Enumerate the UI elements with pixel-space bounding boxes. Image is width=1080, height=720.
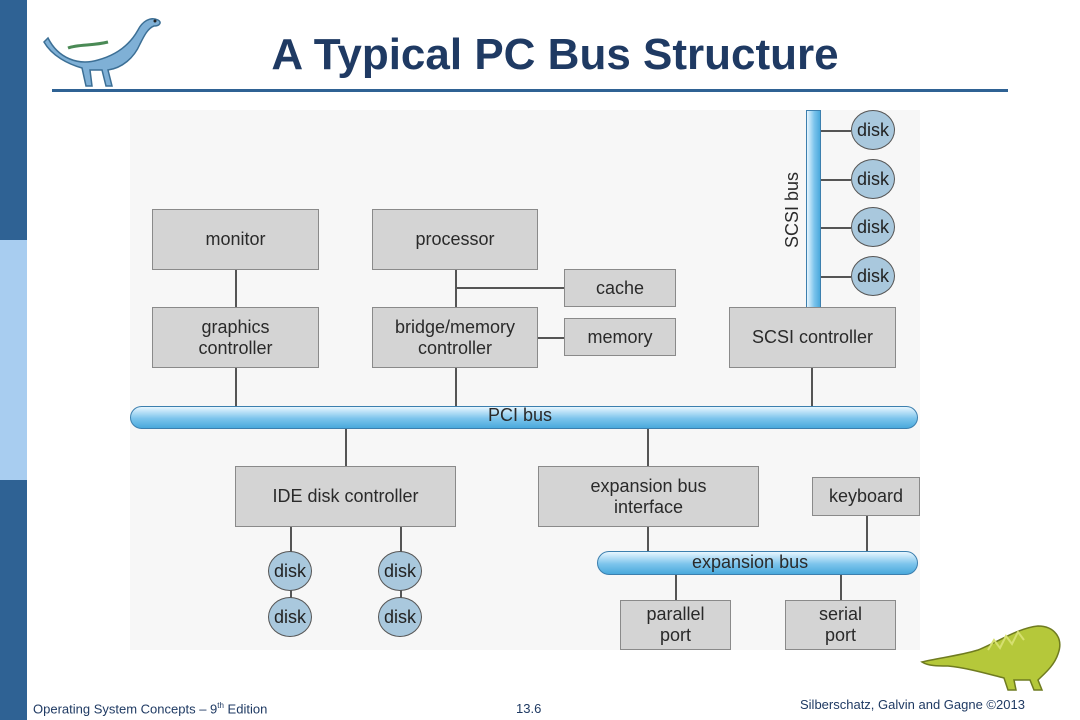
connector: [821, 276, 851, 278]
disk-label: disk: [856, 168, 889, 189]
disk-label: disk: [273, 606, 306, 627]
parallel-port-box: parallel port: [620, 600, 731, 650]
scsi-disk: disk: [851, 110, 895, 150]
scsi-disk: disk: [851, 159, 895, 199]
footer-superscript: th: [217, 701, 224, 710]
monitor-box: monitor: [152, 209, 319, 270]
serial-port-label-1: serial: [818, 604, 862, 624]
connector: [821, 179, 851, 181]
scsi-bus-label: SCSI bus: [782, 171, 802, 248]
disk-label: disk: [383, 606, 416, 627]
connector: [647, 429, 649, 466]
graphics-controller-box: graphics controller: [152, 307, 319, 368]
dinosaur-logo-top: [43, 18, 161, 87]
ide-disk: disk: [378, 597, 422, 637]
title-underline: [52, 89, 1008, 92]
ide-disk-controller-box: IDE disk controller: [235, 466, 456, 527]
memory-box: memory: [564, 318, 676, 356]
cache-box: cache: [564, 269, 676, 307]
parallel-port-label-2: port: [659, 625, 692, 645]
scsi-controller-label: SCSI controller: [751, 327, 874, 347]
keyboard-box: keyboard: [812, 477, 920, 516]
footer-slide-number: 13.6: [516, 701, 542, 716]
footer-copyright: Silberschatz, Galvin and Gagne ©2013: [800, 697, 1025, 712]
processor-label: processor: [415, 229, 495, 249]
connector: [538, 337, 565, 339]
page-title: A Typical PC Bus Structure: [271, 30, 839, 79]
scsi-controller-box: SCSI controller: [729, 307, 896, 368]
connector: [675, 575, 677, 600]
scsi-disk: disk: [851, 256, 895, 296]
expansion-interface-label-1: expansion bus: [590, 475, 707, 496]
disk-label: disk: [383, 560, 416, 581]
keyboard-label: keyboard: [828, 486, 904, 506]
processor-box: processor: [372, 209, 538, 270]
ide-disk: disk: [378, 551, 422, 591]
bridge-controller-label-1: bridge/memory: [394, 316, 516, 337]
footer-edition: Edition: [223, 701, 268, 717]
footer-book-title: Operating System Concepts – 9th Edition: [33, 701, 267, 716]
ide-controller-label: IDE disk controller: [272, 486, 419, 506]
memory-label: memory: [587, 326, 653, 347]
ide-disk: disk: [268, 597, 312, 637]
dinosaur-logo-bottom: [920, 625, 1061, 691]
expansion-bus: [597, 551, 918, 575]
pci-bus: [130, 406, 918, 429]
serial-port-box: serial port: [785, 600, 896, 650]
bridge-memory-controller-box: bridge/memory controller: [372, 307, 538, 368]
scsi-disk: disk: [851, 207, 895, 247]
left-sidebar: [0, 0, 27, 720]
bridge-controller-label-2: controller: [417, 337, 493, 358]
serial-port-label-2: port: [824, 625, 857, 645]
connector: [235, 368, 237, 416]
connector: [866, 516, 868, 563]
sidebar-accent: [0, 240, 27, 480]
disk-label: disk: [856, 265, 889, 286]
connector: [821, 227, 851, 229]
pci-bus-label: PCI bus: [488, 405, 553, 425]
connector: [455, 287, 565, 289]
expansion-interface-label-2: interface: [613, 496, 684, 517]
disk-label: disk: [856, 119, 889, 140]
connector: [821, 130, 851, 132]
connector: [455, 270, 457, 307]
connector: [840, 575, 842, 600]
graphics-controller-label-1: graphics: [201, 316, 270, 337]
cache-label: cache: [595, 277, 645, 298]
parallel-port-label-1: parallel: [646, 604, 705, 624]
expansion-bus-label: expansion bus: [692, 552, 809, 572]
monitor-label: monitor: [205, 229, 266, 249]
footer-book-title-text: Operating System Concepts – 9: [33, 701, 218, 717]
connector: [455, 368, 457, 416]
connector: [811, 368, 813, 416]
expansion-bus-interface-box: expansion bus interface: [538, 466, 759, 527]
scsi-bus: [806, 110, 821, 308]
disk-label: disk: [273, 560, 306, 581]
connector: [235, 270, 237, 307]
connector: [345, 429, 347, 466]
ide-disk: disk: [268, 551, 312, 591]
graphics-controller-label-2: controller: [198, 337, 273, 358]
connector: [647, 527, 649, 563]
disk-label: disk: [856, 216, 889, 237]
